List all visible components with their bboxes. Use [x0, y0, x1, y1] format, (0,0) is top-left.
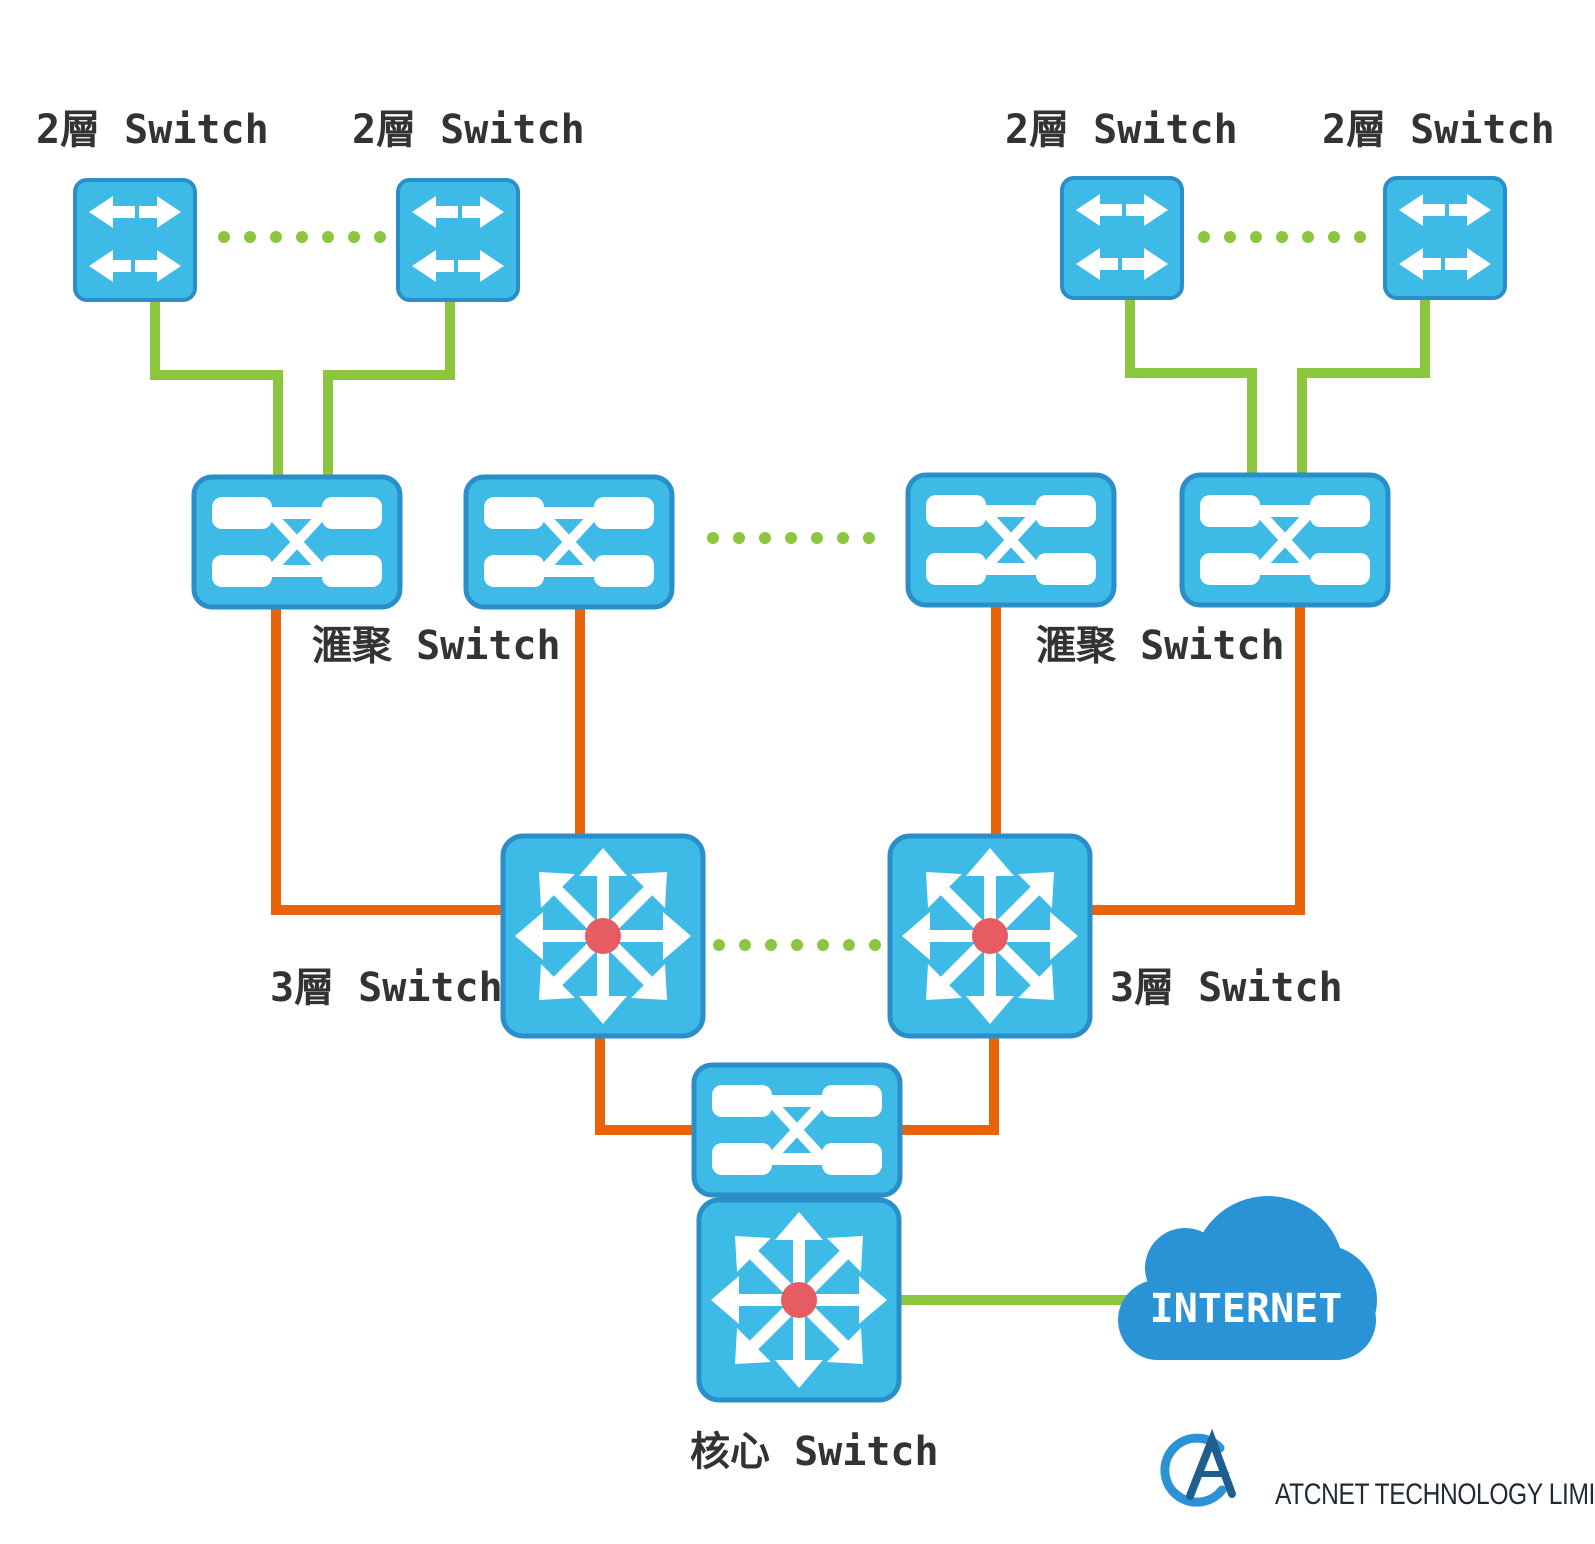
l3-switch-label-right: 3層 Switch [1110, 965, 1343, 1011]
dotted-link-agg [707, 532, 875, 544]
link-l2a-agg1 [150, 300, 283, 478]
core-switch-icon [699, 1200, 899, 1400]
l3-switch-icon-right [890, 836, 1090, 1036]
link-l3left-coreagg [595, 1035, 700, 1135]
agg-switch-label-left: 滙聚 Switch [312, 623, 561, 669]
dotted-link-l2-left [218, 231, 386, 243]
l3-switch-label-left: 3層 Switch [270, 965, 503, 1011]
brand-name: ATCNET TECHNOLOGY LIMITED [1275, 1478, 1595, 1511]
dotted-link-l2-right [1198, 231, 1366, 243]
l2-switch-icon-a [73, 178, 197, 302]
agg-switch-icon-3 [908, 475, 1114, 605]
access-links [150, 298, 1430, 478]
link-l2b-agg1 [323, 300, 455, 478]
agg-switch-icon-4 [1182, 475, 1388, 605]
dotted-links [218, 231, 1366, 951]
l2-switch-label-d: 2層 Switch [1322, 107, 1555, 153]
core-switch-label: 核心 Switch [690, 1429, 939, 1475]
atcnet-logo-icon [1160, 1428, 1236, 1507]
link-l3right-coreagg [898, 1035, 999, 1135]
dotted-link-l3 [713, 939, 881, 951]
link-l2d-agg4 [1297, 298, 1430, 476]
l2-switch-label-b: 2層 Switch [352, 107, 585, 153]
agg-switch-label-right: 滙聚 Switch [1036, 623, 1285, 669]
core-agg-switch-icon [694, 1065, 900, 1195]
l2-switch-icon-d [1383, 176, 1507, 300]
internet-label: INTERNET [1150, 1286, 1343, 1332]
link-agg1-l3left [271, 605, 505, 915]
internet-cloud-icon [1118, 1196, 1377, 1360]
link-l2c-agg4 [1125, 298, 1257, 476]
uplinks [271, 603, 1305, 1135]
agg-switch-icon-2 [466, 477, 672, 607]
l2-switch-icon-b [396, 178, 520, 302]
l2-switch-icon-c [1060, 176, 1184, 300]
l2-switch-label-c: 2層 Switch [1005, 107, 1238, 153]
l3-switch-icon-left [503, 836, 703, 1036]
agg-switch-icon-1 [194, 477, 400, 607]
l2-switch-label-a: 2層 Switch [36, 107, 269, 153]
link-agg4-l3right [1090, 603, 1305, 915]
